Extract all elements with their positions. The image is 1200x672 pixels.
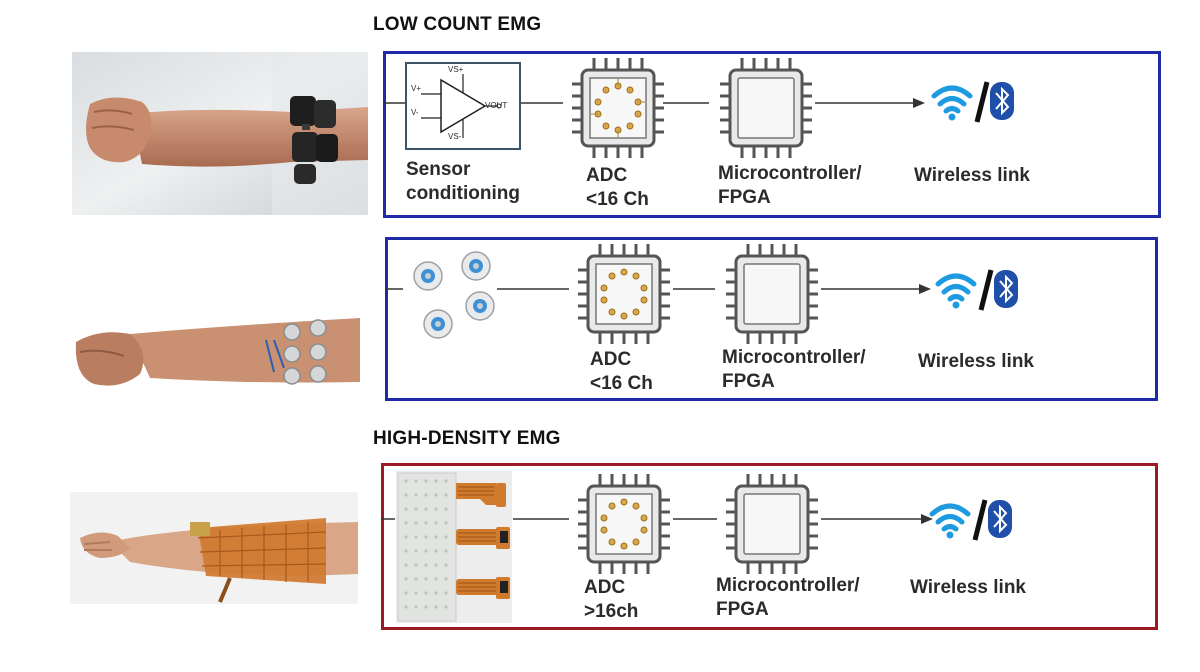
adc-label-line1: ADC: [586, 165, 628, 186]
low-count-panel-1: VS+ VS- V+ V- VOUT: [383, 51, 1161, 218]
bluetooth-icon: [988, 500, 1012, 538]
high-density-emg-title: HIGH-DENSITY EMG: [373, 428, 561, 449]
adc-label-line2: >16ch: [584, 601, 639, 622]
adc-label-line1: ADC: [584, 577, 626, 598]
opamp-icon: [405, 62, 521, 150]
mcu-chip-icon: [712, 58, 816, 158]
bluetooth-icon: [990, 82, 1014, 120]
flex-array-icon: [190, 518, 327, 603]
electrodes-arm-photo: [70, 312, 360, 392]
bluetooth-icon: [994, 270, 1018, 308]
wireless-label: Wireless link: [918, 351, 1034, 372]
mcu-chip-icon: [718, 244, 822, 344]
high-density-panel: ADC >16ch Microcontroller/ FPGA Wireless…: [381, 463, 1158, 630]
opamp-vplus-label: V+: [411, 84, 422, 93]
sensor-label-line1: Sensor: [406, 159, 471, 180]
opamp-vsplus-label: VS+: [448, 65, 464, 74]
mcu-label-line2: FPGA: [722, 371, 775, 392]
low-count-emg-title: LOW COUNT EMG: [373, 14, 542, 35]
slash-separator: [974, 78, 990, 126]
adc-label-line1: ADC: [590, 349, 632, 370]
electrode-icon: [283, 319, 327, 385]
adc-label-line2: <16 Ch: [586, 189, 649, 210]
flex-array-icon: [396, 471, 512, 623]
adc-label-line2: <16 Ch: [590, 373, 653, 394]
mcu-label-line1: Microcontroller/: [716, 575, 860, 596]
mcu-label-line1: Microcontroller/: [722, 347, 866, 368]
electrode-icon: [413, 251, 495, 339]
mcu-label-line2: FPGA: [716, 599, 769, 620]
opamp-vminus-label: V-: [411, 108, 419, 117]
armband-photo: [72, 52, 368, 215]
hd-array-arm-photo: [70, 492, 358, 604]
wifi-icon: [928, 500, 972, 540]
adc-chip-icon: [570, 244, 674, 344]
sensor-label-line2: conditioning: [406, 183, 520, 204]
low-count-panel-2: ADC <16 Ch Microcontroller/ FPGA Wireles…: [385, 237, 1158, 401]
wifi-icon: [930, 82, 974, 122]
adc-chip-icon: [570, 474, 674, 574]
mcu-label-line1: Microcontroller/: [718, 163, 862, 184]
electrode-cluster-icon: [402, 248, 498, 340]
opamp-vout-label: VOUT: [485, 101, 508, 110]
myo-armband-icon: [290, 96, 338, 184]
wireless-label: Wireless link: [914, 165, 1030, 186]
slash-separator: [972, 496, 988, 544]
opamp-vsminus-label: VS-: [448, 132, 462, 141]
mcu-label-line2: FPGA: [718, 187, 771, 208]
wireless-label: Wireless link: [910, 577, 1026, 598]
wifi-icon: [934, 270, 978, 310]
mcu-chip-icon: [718, 474, 822, 574]
adc-chip-icon: [564, 58, 668, 158]
slash-separator: [978, 266, 994, 314]
